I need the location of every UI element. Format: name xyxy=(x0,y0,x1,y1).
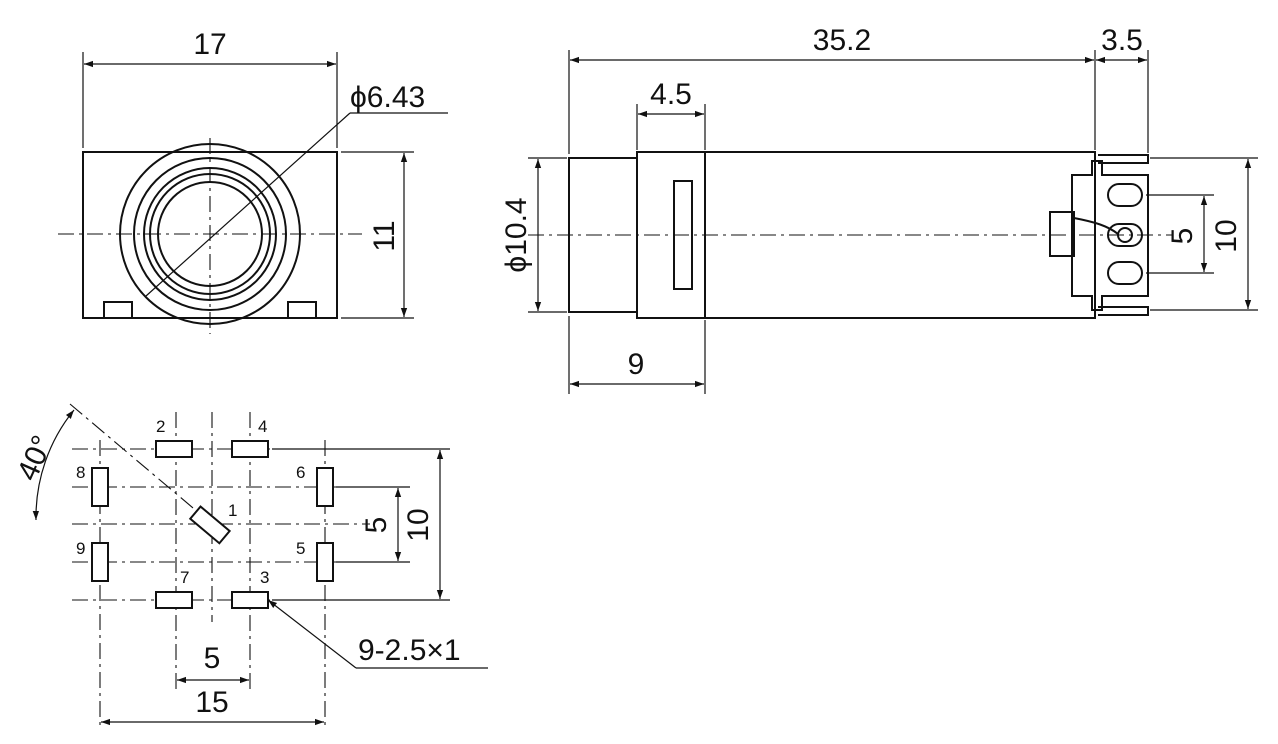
pcb-dim-15-label: 15 xyxy=(195,686,228,719)
dim-10-label: 10 xyxy=(1210,219,1243,252)
pad-spec-label: 9-2.5×1 xyxy=(358,634,461,667)
dim-10-4-label: ϕ10.4 xyxy=(500,197,533,272)
rear-tab xyxy=(1049,211,1075,257)
pad-2 xyxy=(155,440,193,458)
dim-4-5-label: 4.5 xyxy=(650,78,692,111)
pad-1 xyxy=(188,505,232,545)
dim-17-label: 17 xyxy=(193,28,226,61)
dim-35-2-label: 35.2 xyxy=(813,24,871,57)
solder-tab-top xyxy=(1098,154,1149,164)
pin-label-8: 8 xyxy=(76,463,85,482)
pad-5 xyxy=(316,542,334,582)
pad-4 xyxy=(231,440,269,458)
dim-9-label: 9 xyxy=(628,348,645,381)
pin-label-1: 1 xyxy=(228,501,237,520)
bore-dim-label: ϕ6.43 xyxy=(350,81,425,114)
pin-label-5: 5 xyxy=(296,539,305,558)
front-view: 17 11 ϕ6.43 xyxy=(58,28,448,334)
pin-label-4: 4 xyxy=(258,417,267,436)
pin-label-6: 6 xyxy=(296,463,305,482)
pad-7 xyxy=(155,591,193,609)
angle-ref-line xyxy=(69,403,213,525)
side-view: 35.2 3.5 4.5 ϕ10.4 9 5 10 xyxy=(500,24,1258,394)
pin-label-2: 2 xyxy=(156,417,165,436)
front-ring-2 xyxy=(133,157,287,311)
terminal-lug-top xyxy=(1107,183,1143,207)
pin-label-3: 3 xyxy=(260,568,269,587)
pad-spec-leader xyxy=(267,599,357,669)
pad-8 xyxy=(91,467,109,507)
pcb-layout: 40° 2 4 8 6 1 9 5 7 3 5 10 5 xyxy=(11,403,488,730)
rear-terminal-block xyxy=(1071,160,1149,311)
pad-9 xyxy=(91,542,109,582)
dim-5-label: 5 xyxy=(1166,228,1199,245)
solder-tab-bottom xyxy=(1098,306,1149,316)
angle-label: 40° xyxy=(11,431,60,486)
pad-3 xyxy=(231,591,269,609)
pin-label-9: 9 xyxy=(76,539,85,558)
terminal-lug-bottom xyxy=(1107,261,1143,285)
pcb-dim-10-label: 10 xyxy=(402,508,435,541)
front-foot-right xyxy=(287,301,317,319)
pcb-dim-5-label: 5 xyxy=(360,517,393,534)
angle-arc xyxy=(32,409,75,521)
spring-contact xyxy=(1073,217,1119,235)
pin-label-7: 7 xyxy=(180,568,189,587)
front-foot-left xyxy=(103,301,133,319)
pad-6 xyxy=(316,467,334,507)
bore-leader xyxy=(145,112,351,297)
dim-3-5-label: 3.5 xyxy=(1101,24,1143,57)
pcb-dim-col-5-label: 5 xyxy=(204,642,221,675)
dim-11-label: 11 xyxy=(368,220,401,251)
